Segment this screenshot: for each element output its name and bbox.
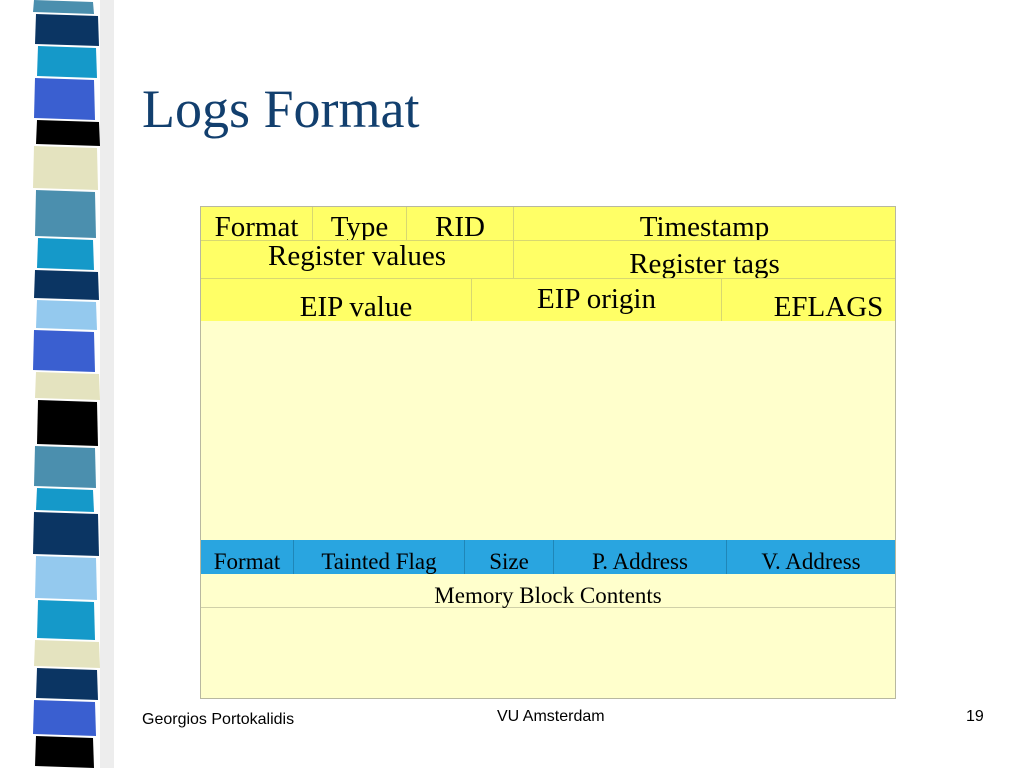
stripe-segment <box>36 120 100 146</box>
stripe-segment <box>33 512 99 556</box>
cell-register-tags-label: Register tags <box>629 248 780 280</box>
stripe-segment <box>33 0 94 14</box>
stripe-segment <box>35 372 100 400</box>
cell-type-label: Type <box>330 211 389 243</box>
cell-timestamp: Timestamp <box>513 207 895 243</box>
cell-tainted-flag: Tainted Flag <box>294 540 465 574</box>
cell-register-values: Register values <box>201 240 513 278</box>
stripe-segment <box>37 238 94 270</box>
cell-eip-value-label: EIP value <box>299 291 413 323</box>
stripe-segment <box>35 190 96 238</box>
stripe-segment <box>35 14 99 46</box>
cell-size: Size <box>465 540 554 574</box>
cell-memory-block-contents: Memory Block Contents <box>201 574 895 608</box>
cell-rid-label: RID <box>435 211 485 243</box>
cell-p-address-label: P. Address <box>592 549 688 574</box>
cell-format-label: Format <box>214 211 299 243</box>
stripe-segment <box>36 668 98 700</box>
cell-timestamp-label: Timestamp <box>639 211 770 243</box>
stripe-segment <box>35 736 94 768</box>
footer-author: Georgios Portokalidis <box>142 711 295 728</box>
cell-tainted-flag-label: Tainted Flag <box>321 549 437 574</box>
stripe-segment <box>37 400 98 446</box>
cell-register-tags: Register tags <box>513 240 895 280</box>
cell-eflags: EFLAGS <box>721 278 895 323</box>
stripe-segment <box>35 556 97 600</box>
stripe-segment <box>33 146 98 190</box>
cell-eflags-label: EFLAGS <box>773 291 884 323</box>
stripe-segment <box>36 488 94 512</box>
cell-mem-format-label: Format <box>213 549 281 574</box>
cell-p-address: P. Address <box>554 540 727 574</box>
footer-page-number: 19 <box>966 708 984 725</box>
stripe-segment <box>34 640 100 668</box>
footer-institution: VU Amsterdam <box>497 708 605 725</box>
stripe-segment <box>34 78 95 120</box>
stripe-segment <box>37 600 95 640</box>
cell-v-address: V. Address <box>727 540 895 574</box>
slide-title: Logs Format <box>142 79 420 139</box>
stripe-segment <box>34 270 99 300</box>
cell-format: Format <box>201 207 313 243</box>
stripe-segment <box>34 446 96 488</box>
stripe-segment <box>33 700 96 736</box>
cell-rid: RID <box>407 207 513 243</box>
stripe-shadow <box>100 0 114 768</box>
cell-memory-block-contents-label: Memory Block Contents <box>434 583 662 608</box>
cell-type: Type <box>313 207 407 243</box>
cell-eip-origin: EIP origin <box>471 278 721 321</box>
cell-register-values-label: Register values <box>268 240 446 272</box>
decorative-stripe-bar <box>33 0 114 768</box>
stripe-segment <box>36 300 97 330</box>
cell-size-label: Size <box>489 549 529 574</box>
stripe-segment <box>33 330 95 372</box>
cell-eip-value: EIP value <box>201 278 471 323</box>
cell-eip-origin-label: EIP origin <box>537 283 656 315</box>
cell-mem-format: Format <box>201 540 294 574</box>
logs-format-table: Format Type RID Timestamp Register value… <box>200 206 896 699</box>
cell-v-address-label: V. Address <box>761 549 861 574</box>
stripe-segment <box>37 46 97 78</box>
